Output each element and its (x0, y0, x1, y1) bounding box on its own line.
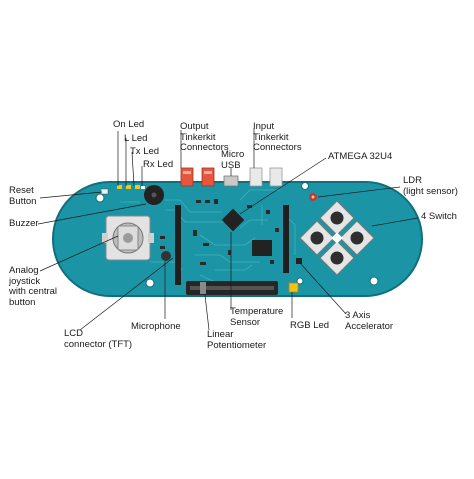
leader-ldr (317, 186, 401, 198)
label-on-led: On Led (113, 119, 145, 130)
accelerometer (296, 258, 302, 264)
label-lcd-connector: LCD connector (TFT) (64, 328, 133, 350)
linear-potentiometer (186, 281, 278, 295)
temperature-sensor-ic (252, 240, 272, 256)
label-output-tinkerkit: Output Tinkerkit Connectors (180, 121, 229, 153)
label-linear-potentiometer: Linear Potentiometer (207, 329, 267, 351)
four-switches (299, 200, 375, 276)
label-reset-button: Reset Button (9, 185, 37, 207)
microphone (161, 251, 171, 261)
label-buzzer: Buzzer (9, 218, 39, 229)
label-rgb-led: RGB Led (290, 320, 330, 331)
leader-lines (37, 128, 419, 331)
mounting-holes (95, 182, 379, 288)
label-microphone: Microphone (131, 321, 181, 332)
label-3-axis-accel: 3 Axis Accelerator (345, 310, 394, 332)
input-connectors (249, 167, 283, 187)
label-atmega: ATMEGA 32U4 (328, 151, 393, 162)
ldr-sensor (309, 193, 317, 201)
leader-accel (299, 262, 347, 315)
leader-joystick (39, 235, 119, 272)
label-ldr: LDR (light sensor) (403, 175, 458, 197)
label-l-led: L Led (124, 133, 148, 144)
status-leds (117, 185, 145, 189)
analog-joystick (102, 215, 154, 261)
leader-linear-pot (204, 294, 210, 331)
label-joystick: Analog joystick with central button (9, 265, 58, 308)
leader-reset (39, 191, 103, 199)
leader-atmega (239, 157, 327, 215)
label-tx-led: Tx Led (130, 146, 160, 157)
smd-components (160, 199, 279, 265)
leader-4switch (371, 217, 419, 227)
leader-buzzer (37, 203, 147, 225)
buzzer (144, 185, 164, 205)
leader-tx-led (131, 151, 135, 187)
leader-lcd (79, 257, 174, 331)
label-4-switch: 4 Switch (421, 211, 457, 222)
reset-button (100, 188, 109, 195)
micro-usb-port (223, 175, 239, 187)
label-micro-usb: Micro USB (221, 149, 245, 171)
lcd-header-left (175, 205, 181, 285)
rgb-led (288, 282, 299, 293)
label-temperature-sensor: Temperature Sensor (230, 306, 284, 328)
label-input-tinkerkit: Input Tinkerkit Connectors (253, 121, 302, 153)
label-rx-led: Rx Led (143, 159, 174, 170)
lcd-header-right (283, 205, 289, 273)
output-connectors (180, 167, 215, 187)
